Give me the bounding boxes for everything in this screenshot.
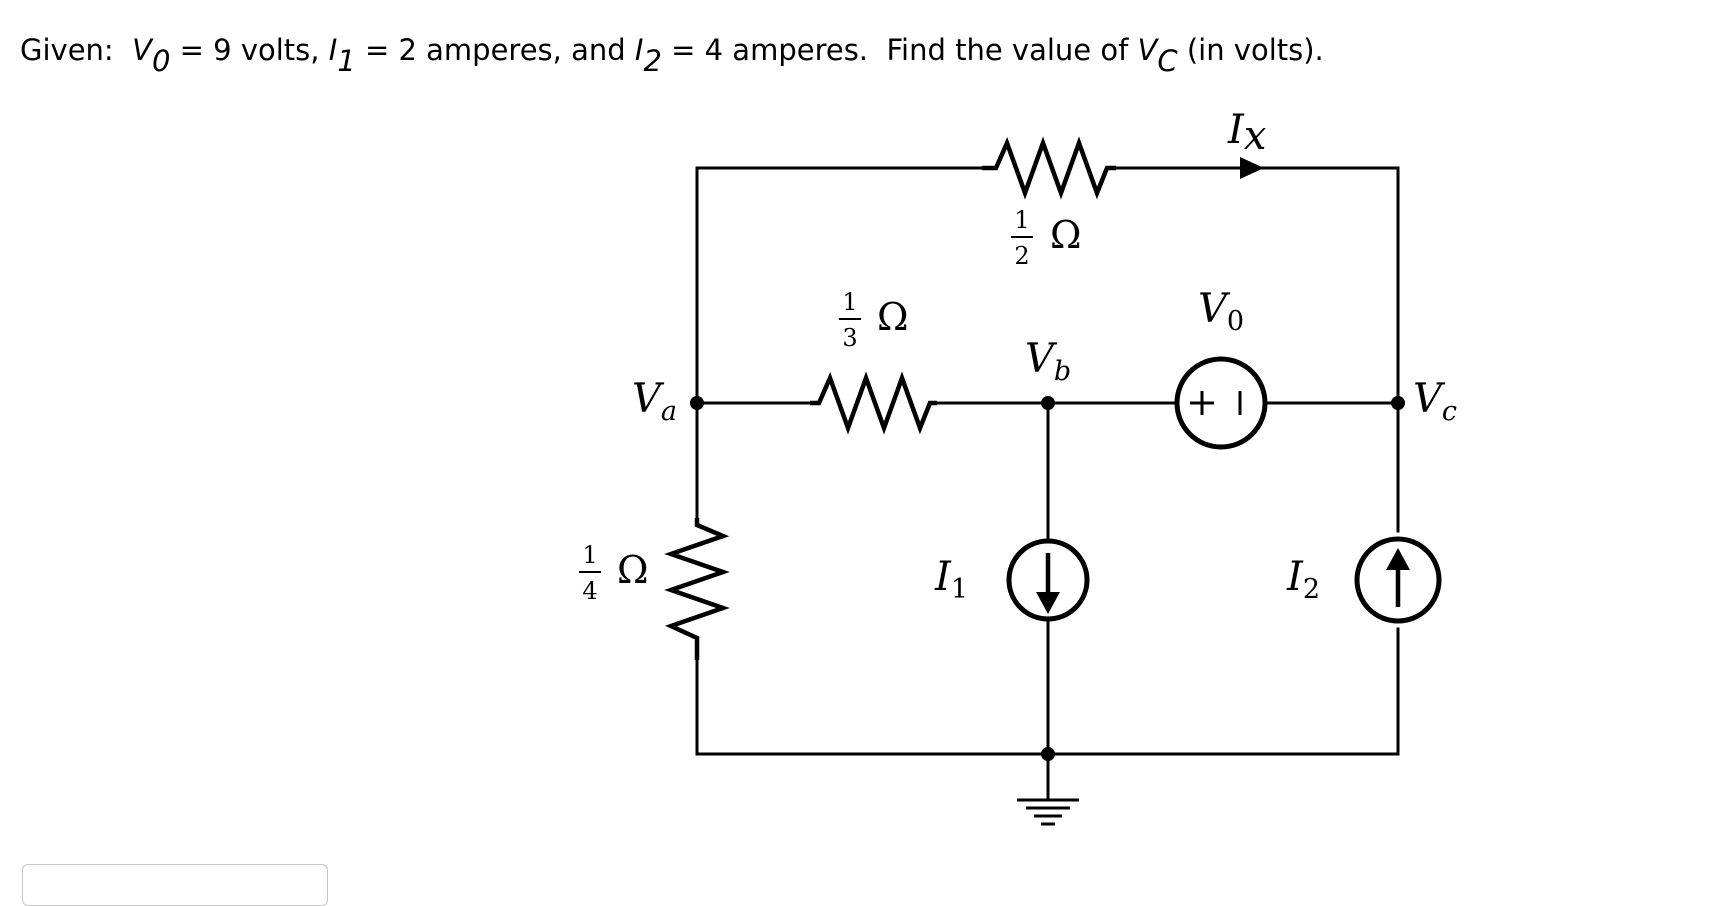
node-vc <box>1391 396 1405 410</box>
current-source-i2 <box>1354 536 1442 624</box>
question-text: Given: V0 = 9 volts, I1 = 2 amperes, and… <box>20 30 1324 76</box>
circuit-wires <box>695 166 1400 802</box>
vc-symbol: V <box>1137 33 1158 67</box>
ix-arrow-icon <box>1240 157 1264 179</box>
ground-icon <box>1017 798 1079 826</box>
va-label: Va <box>632 376 677 427</box>
resistor-quarter-ohm <box>664 518 730 660</box>
find-text: Find the value of <box>886 33 1129 67</box>
r-top-unit: Ω <box>1050 213 1082 257</box>
ix-label: Ix <box>1227 107 1266 159</box>
v0-symbol: V <box>132 33 152 67</box>
i1-subscript: 1 <box>337 44 356 79</box>
i1-symbol: I <box>328 33 338 67</box>
vc-label: Vc <box>1413 376 1457 427</box>
resistor-half-ohm <box>982 136 1116 200</box>
given-label: Given: <box>20 33 114 67</box>
r-mid-denominator: 3 <box>842 324 857 352</box>
i2-value: = 4 amperes. <box>671 33 869 67</box>
circuit-diagram: Ix 1 2 Ω 1 3 Ω 1 4 Ω V0 Vb Va Vc I1 I2 <box>579 107 1457 826</box>
vc-subscript: C <box>1157 44 1178 79</box>
vb-label: Vb <box>1025 336 1071 387</box>
r-mid-unit: Ω <box>877 295 909 339</box>
up-arrow-icon <box>1386 548 1410 570</box>
v0-value: = 9 volts, <box>179 33 320 67</box>
node-va <box>690 396 704 410</box>
down-arrow-icon <box>1036 592 1060 614</box>
r-top-numerator: 1 <box>1014 206 1029 234</box>
i2-subscript: 2 <box>643 44 662 79</box>
r-top-denominator: 2 <box>1014 242 1029 270</box>
unit-text: (in volts). <box>1186 33 1324 67</box>
i1-value: = 2 amperes, and <box>364 33 626 67</box>
r-mid-numerator: 1 <box>842 288 857 316</box>
answer-input[interactable] <box>22 864 328 906</box>
voltage-source-v0 <box>1174 356 1268 450</box>
v0-label: V0 <box>1198 286 1244 337</box>
v0-subscript: 0 <box>151 44 171 79</box>
node-ground <box>1041 747 1055 761</box>
node-vb <box>1041 396 1055 410</box>
current-source-i1 <box>1006 538 1090 622</box>
r-left-denominator: 4 <box>582 577 597 605</box>
resistor-third-ohm <box>810 371 937 435</box>
i1-label: I1 <box>934 554 968 605</box>
i2-label: I2 <box>1286 554 1320 605</box>
r-left-numerator: 1 <box>582 541 597 569</box>
i2-symbol: I <box>634 33 644 67</box>
r-left-unit: Ω <box>617 548 649 592</box>
